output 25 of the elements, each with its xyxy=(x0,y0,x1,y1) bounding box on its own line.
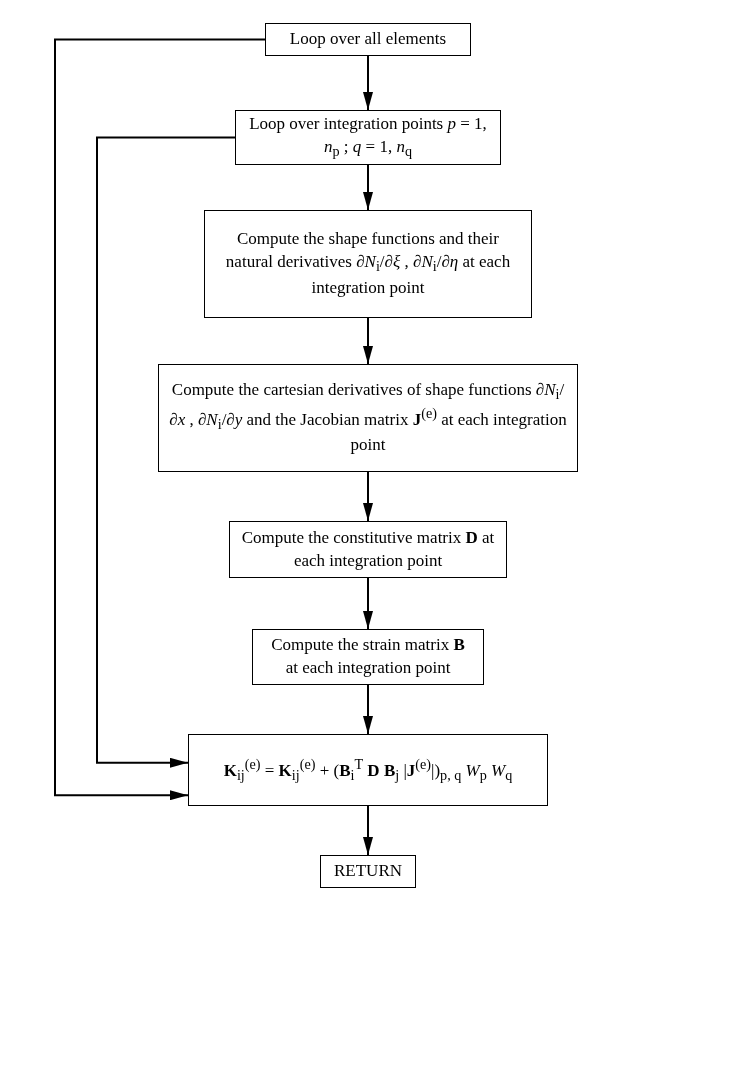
box-text: RETURN xyxy=(334,860,402,883)
arrow xyxy=(363,164,373,211)
process-box xyxy=(204,210,532,318)
process-box xyxy=(229,521,507,578)
arrow xyxy=(363,55,373,111)
box-text: Loop over all elements xyxy=(289,28,447,51)
process-box xyxy=(265,23,471,56)
arrow xyxy=(363,471,373,522)
arrow xyxy=(363,805,373,856)
arrow xyxy=(363,317,373,365)
arrow xyxy=(363,684,373,735)
box-text: Loop over integration points p = 1, n$_{p}$ ; q = 1, n$_{q}$ xyxy=(248,113,488,162)
arrow xyxy=(363,577,373,630)
arrow xyxy=(96,136,236,768)
process-box xyxy=(158,364,578,472)
process-box xyxy=(320,855,416,888)
process-box xyxy=(252,629,484,685)
process-box xyxy=(188,734,548,806)
box-text: Compute the shape functions and their natural derivatives ∂N$_{i}$/∂ξ , ∂N$_{i}$/∂η at each integration point xyxy=(224,228,512,299)
box-text: Compute the strain matrix B at each integration point xyxy=(270,634,466,679)
arrow xyxy=(54,38,266,801)
process-box xyxy=(235,110,501,165)
box-text: Compute the cartesian derivatives of shape functions ∂N$_{i}$/∂x , ∂N$_{i}$/∂y and the Jacobian matrix J$^{(e)}$ at each integration point xyxy=(169,378,567,457)
box-text: Compute the constitutive matrix D at each integration point xyxy=(240,526,496,572)
box-text: K$_{ij}$$^{(e)}$ = K$_{ij}$$^{(e)}$ + (B$_{i}$$^{T}$ D B$_{j}$ |J$^{(e)}$|)$_{p, q}$ W$_{p}$ W$_{q}$ xyxy=(223,754,513,785)
